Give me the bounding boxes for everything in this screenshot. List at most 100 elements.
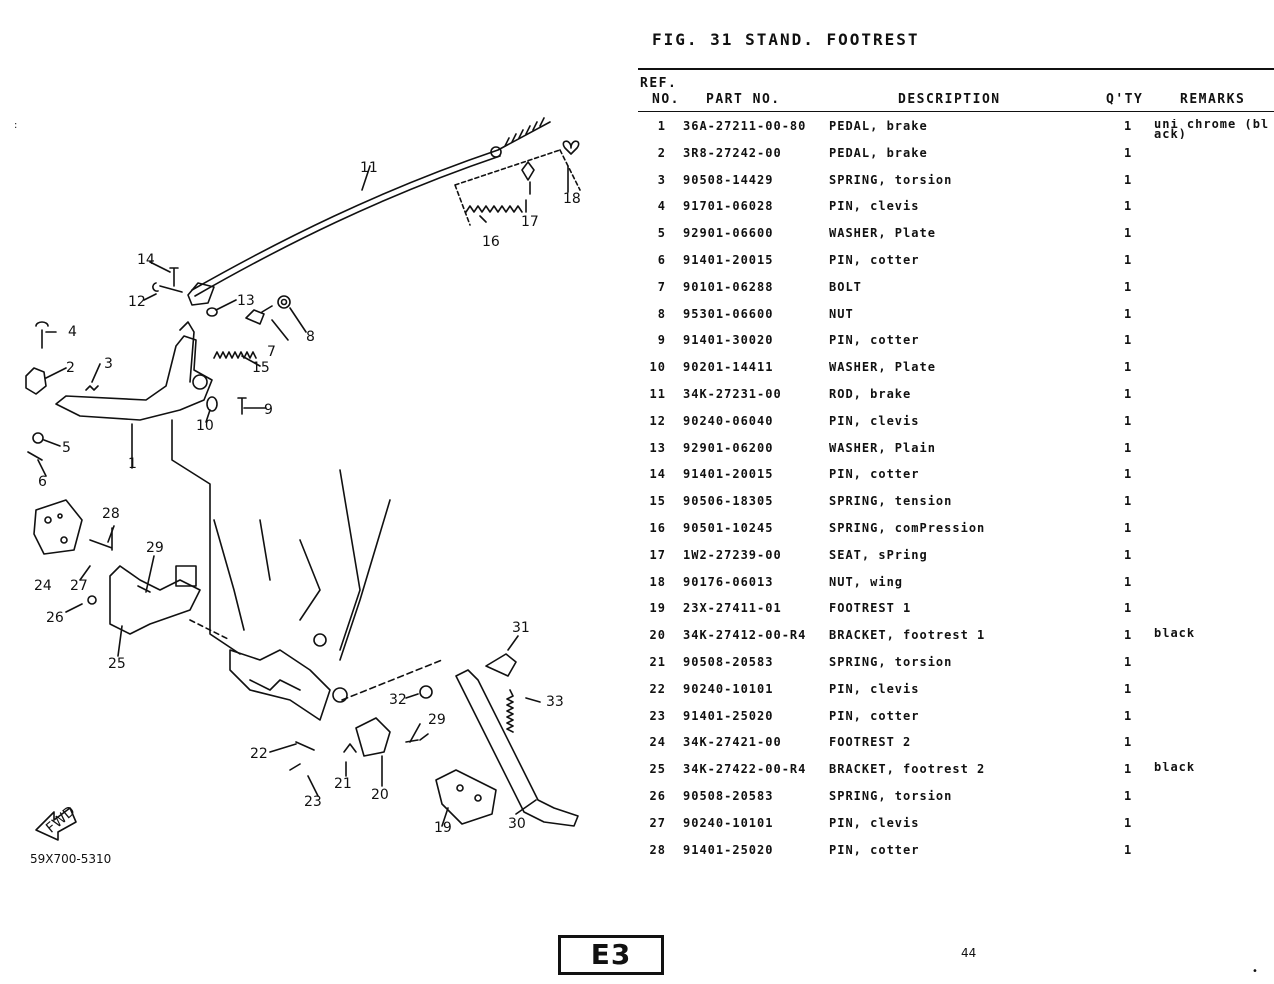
quantity-cell: 1 <box>1124 547 1133 562</box>
part-number-cell: 34K-27231-00 <box>683 386 782 401</box>
svg-text:20: 20 <box>371 787 389 803</box>
header-rule-top <box>638 68 1274 70</box>
fwd-arrow-icon <box>35 807 77 841</box>
description-header: DESCRIPTION <box>898 92 1001 107</box>
description-cell: WASHER, Plate <box>829 226 936 241</box>
ref-no-cell: 20 <box>649 628 666 643</box>
quantity-cell: 1 <box>1124 360 1133 375</box>
part-number-cell: 90501-10245 <box>683 520 774 535</box>
remarks-cell: black <box>1154 628 1196 639</box>
part-number-cell: 90508-20583 <box>683 654 774 669</box>
quantity-cell: 1 <box>1124 306 1133 321</box>
svg-text:7: 7 <box>267 344 276 360</box>
ref-no-cell: 19 <box>649 601 666 616</box>
part-number-cell: 91401-20015 <box>683 467 774 482</box>
description-cell: SPRING, comPression <box>829 520 986 535</box>
part-number-cell: 1W2-27239-00 <box>683 547 782 562</box>
description-cell: PIN, clevis <box>829 413 920 428</box>
quantity-cell: 1 <box>1124 842 1133 857</box>
brake-rod <box>191 121 551 291</box>
part-number-cell: 34K-27422-00-R4 <box>683 762 807 777</box>
quantity-cell: 1 <box>1124 762 1133 777</box>
svg-text:29: 29 <box>146 540 164 556</box>
svg-text:6: 6 <box>38 474 47 490</box>
part-number-cell: 90508-20583 <box>683 788 774 803</box>
ref-no-cell: 5 <box>657 226 666 241</box>
remarks-cell: uni chrome (bl ack) <box>1154 119 1270 139</box>
part-number-cell: 34K-27412-00-R4 <box>683 628 807 643</box>
part-number-cell: 90201-14411 <box>683 360 774 375</box>
part-number-cell: 91401-30020 <box>683 333 774 348</box>
svg-text:16: 16 <box>482 234 500 250</box>
description-cell: PIN, clevis <box>829 815 920 830</box>
table-row: 9 91401-30020 PIN, cotter 1 <box>638 329 1274 356</box>
ref-no-cell: 1 <box>657 119 666 133</box>
ref-no-cell: 7 <box>657 279 666 294</box>
exploded-parts-diagram: 11 16 17 18 14 12 13 7 8 15 4 2 3 9 10 5… <box>25 117 581 841</box>
svg-text:30: 30 <box>508 816 526 832</box>
description-cell: PIN, cotter <box>829 842 920 857</box>
description-cell: WASHER, Plate <box>829 360 936 375</box>
description-cell: NUT <box>829 306 854 321</box>
footrest-1 <box>435 769 497 825</box>
description-cell: BRACKET, footrest 1 <box>829 628 986 643</box>
ref-no-cell: 16 <box>649 520 666 535</box>
svg-text:2: 2 <box>66 360 75 376</box>
svg-text:25: 25 <box>108 656 126 672</box>
svg-text:29: 29 <box>428 712 446 728</box>
svg-text:24: 24 <box>34 578 52 594</box>
part-number-cell: 90240-06040 <box>683 413 774 428</box>
table-row: 17 1W2-27239-00 SEAT, sPring 1 <box>638 544 1274 571</box>
description-cell: PIN, cotter <box>829 333 920 348</box>
footrest-bracket-1 <box>355 717 391 757</box>
svg-text:13: 13 <box>237 293 255 309</box>
svg-text:1: 1 <box>128 456 137 472</box>
page-number: 44 <box>961 946 977 960</box>
ref-no-cell: 22 <box>649 681 666 696</box>
ref-no-cell: 13 <box>649 440 666 455</box>
svg-text:17: 17 <box>521 214 539 230</box>
quantity-cell: 1 <box>1124 172 1133 187</box>
part-no-header: PART NO. <box>706 92 781 107</box>
ref-no-cell: 17 <box>649 547 666 562</box>
figure-title: FIG. 31 STAND. FOOTREST <box>652 30 920 49</box>
quantity-cell: 1 <box>1124 119 1133 133</box>
svg-text:9: 9 <box>264 402 273 418</box>
quantity-cell: 1 <box>1124 520 1133 535</box>
quantity-cell: 1 <box>1124 681 1133 696</box>
svg-text:8: 8 <box>306 329 315 345</box>
table-row: 16 90501-10245 SPRING, comPression 1 <box>638 517 1274 544</box>
quantity-cell: 1 <box>1124 815 1133 830</box>
quantity-cell: 1 <box>1124 735 1133 750</box>
svg-text:18: 18 <box>563 191 581 207</box>
remarks-header: REMARKS <box>1180 92 1246 107</box>
description-cell: NUT, wing <box>829 574 904 589</box>
part-number-cell: 91401-20015 <box>683 252 774 267</box>
ref-no-cell: 26 <box>649 788 666 803</box>
description-cell: SEAT, sPring <box>829 547 928 562</box>
ref-no-cell: 4 <box>657 199 666 214</box>
svg-text:22: 22 <box>250 746 268 762</box>
svg-text:10: 10 <box>196 418 214 434</box>
description-cell: PIN, cotter <box>829 708 920 723</box>
quantity-cell: 1 <box>1124 654 1133 669</box>
description-cell: PIN, cotter <box>829 252 920 267</box>
quantity-cell: 1 <box>1124 252 1133 267</box>
quantity-cell: 1 <box>1124 199 1133 214</box>
ref-no-cell: 8 <box>657 306 666 321</box>
quantity-cell: 1 <box>1124 440 1133 455</box>
part-number-cell: 90240-10101 <box>683 815 774 830</box>
ref-no-cell: 3 <box>657 172 666 187</box>
svg-text:14: 14 <box>137 252 155 268</box>
ref-no-cell: 9 <box>657 333 666 348</box>
quantity-cell: 1 <box>1124 333 1133 348</box>
part-number-cell: 90508-14429 <box>683 172 774 187</box>
part-number-cell: 90506-18305 <box>683 494 774 509</box>
